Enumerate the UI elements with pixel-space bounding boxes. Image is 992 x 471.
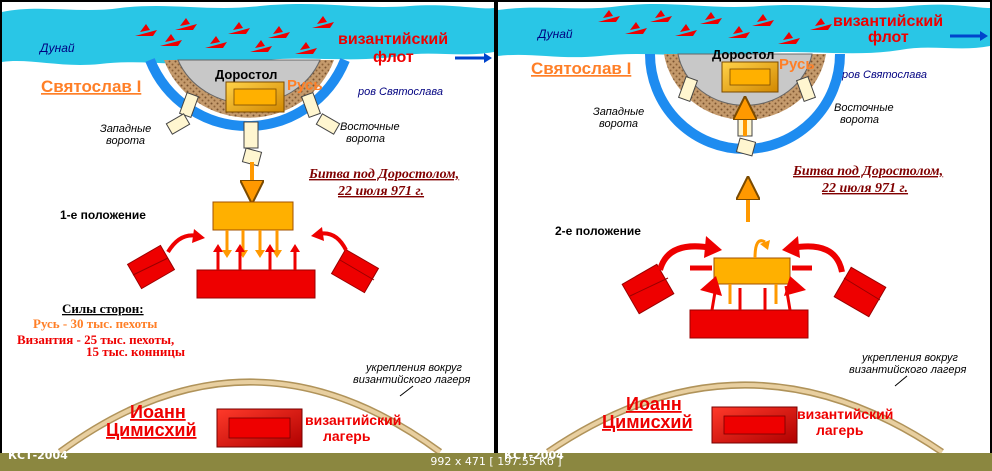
- rus-army-in-city: [225, 81, 285, 113]
- river-label-2: Дунай: [536, 27, 573, 41]
- west-gate-label-1: Западные: [100, 123, 151, 135]
- byzantine-cavalry-right: [330, 248, 380, 294]
- panel-divider: [494, 0, 498, 471]
- byzantine-camp-2: [711, 406, 798, 444]
- dorostol-label: Доростол: [215, 67, 277, 82]
- east-gate-label-2-2: ворота: [840, 114, 879, 126]
- fort-caption-2-2: византийского лагеря: [849, 364, 966, 376]
- west-gate-label-2: ворота: [106, 135, 145, 147]
- battle-date-2: 22 июля 971 г.: [821, 181, 908, 196]
- ioann-label-1: Иоанн: [130, 402, 186, 422]
- rus-label-2: Русь: [779, 56, 815, 73]
- byzantine-cavalry-right-2: [833, 266, 887, 318]
- west-gate-icon-2: [677, 75, 699, 103]
- viewer-status-bar: КСТ-2004 992 x 471 [ 197.55 Кб ] КСТ-200…: [0, 449, 992, 471]
- danube-river-2: [498, 4, 990, 58]
- ioann-label-2: Цимисхий: [106, 420, 197, 440]
- west-gate-label-2-2: ворота: [599, 118, 638, 130]
- byzantine-fleet-ships: [135, 16, 334, 54]
- fort-caption-1: укрепления вокруг: [365, 362, 462, 374]
- camp-label-2: лагерь: [323, 428, 371, 444]
- east-gate-icon: [300, 91, 341, 135]
- svyatoslav-label-2: Святослав I: [531, 59, 631, 78]
- camp-label-2-2: лагерь: [816, 422, 864, 438]
- moat-label: ров Святослава: [357, 86, 443, 98]
- south-gate-icon: [243, 121, 259, 149]
- position-2-label: 2-е положение: [555, 224, 641, 238]
- rus-army-in-city-2: [721, 61, 779, 93]
- panel-position-1: Дунай византийский флот Святослав I Доро…: [2, 2, 494, 455]
- rus-formation: [212, 201, 294, 258]
- forces-byzantium-1: Византия - 25 тыс. пехоты,: [17, 332, 174, 347]
- east-gate-icon-2: [795, 75, 817, 103]
- camp-label-1: византийский: [305, 412, 401, 428]
- fleet-label-2: флот: [373, 49, 414, 66]
- rus-label: Русь: [287, 77, 323, 94]
- svyatoslav-label: Святослав I: [41, 77, 141, 96]
- rus-formation-2: [713, 239, 791, 304]
- battle-date: 22 июля 971 г.: [337, 184, 424, 199]
- byzantine-camp: [216, 408, 303, 448]
- west-gate-icon: [165, 91, 200, 135]
- fleet-label-1: византийский: [338, 31, 448, 48]
- position-1-label: 1-е положение: [60, 208, 146, 222]
- byzantine-fleet-ships-2: [598, 10, 832, 44]
- ioann-label-2-1: Иоанн: [626, 394, 682, 414]
- cavalry-encircle-arrow-right: [791, 243, 845, 273]
- fleet-label-2-1: византийский: [833, 13, 943, 30]
- east-gate-label-2-1: Восточные: [834, 102, 894, 114]
- camp-label-2-1: византийский: [797, 406, 893, 422]
- credit-right: КСТ-2004: [504, 449, 564, 462]
- credit-left: КСТ-2004: [8, 449, 68, 462]
- fort-caption-2-1: укрепления вокруг: [861, 352, 958, 364]
- image-info: 992 x 471 [ 197.55 Кб ]: [430, 455, 562, 468]
- byzantine-infantry: [196, 244, 316, 299]
- east-gate-label-2: ворота: [346, 133, 385, 145]
- danube-river: [2, 4, 494, 65]
- panel-position-2: Дунай византийский флот Святослав I Доро…: [498, 2, 990, 455]
- ioann-label-2-2: Цимисхий: [602, 412, 693, 432]
- byzantine-cavalry-left-2: [621, 263, 675, 315]
- fleet-label-2-2: флот: [868, 29, 909, 46]
- river-label: Дунай: [38, 41, 75, 55]
- forces-byzantium-2: 15 тыс. конницы: [86, 344, 185, 359]
- cavalry-encircle-arrow-left: [657, 243, 713, 271]
- west-gate-label-2-1: Западные: [593, 106, 644, 118]
- byzantine-infantry-2: [689, 276, 809, 339]
- byzantine-cavalry-left: [126, 244, 176, 290]
- fort-caption-2: византийского лагеря: [353, 374, 470, 386]
- forces-title: Силы сторон:: [62, 301, 144, 316]
- east-gate-label-1: Восточные: [340, 121, 400, 133]
- forces-rus: Русь - 30 тыс. пехоты: [33, 316, 157, 331]
- dorostol-label-2: Доростол: [712, 47, 774, 62]
- battle-title: Битва под Доростолом,: [308, 167, 459, 182]
- moat-label-2: ров Святослава: [841, 69, 927, 81]
- battle-title-2: Битва под Доростолом,: [792, 164, 943, 179]
